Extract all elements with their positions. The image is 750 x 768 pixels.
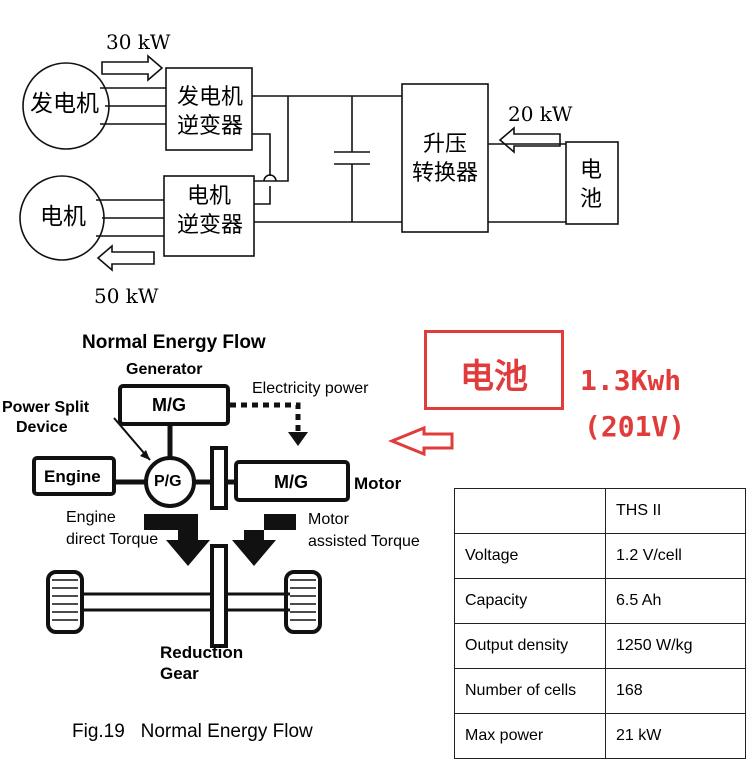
engine-torque-arrow [144,514,210,566]
boost-converter-box [401,83,489,233]
generator-label: 发电机 [30,91,99,117]
battery-wires [488,143,566,223]
reduction-gear-line1: Reduction [160,643,244,662]
pg-text: P/G [154,473,182,490]
inverter-circuit-diagram [19,54,619,272]
boost-converter-line2: 转换器 [412,161,479,186]
table-row: Voltage 1.2 V/cell [454,533,746,579]
electricity-dotted-path [230,402,301,432]
reduction-gear [210,544,228,648]
battery-highlight-label: 电池 [460,357,528,397]
mg-motor-text: M/G [274,472,308,492]
battery-box [565,141,619,225]
table-cell: 1250 W/kg [605,623,746,669]
arrow-30kw [101,54,164,82]
table-row: Max power 21 kW [454,713,746,759]
motor-label: 电机 [40,204,86,230]
flow-title: Normal Energy Flow [82,332,266,353]
generator-inverter-box [165,67,253,151]
split-bar [210,446,228,510]
table-row: Capacity 6.5 Ah [454,578,746,624]
table-cell [454,488,606,534]
electricity-arrowhead [288,432,308,446]
engine-box [32,456,116,496]
generator-inverter-line1: 发电机 [177,85,244,110]
table-cell: Capacity [454,578,606,624]
reduction-gear-line2: Gear [160,664,199,683]
motor-inverter-line2: 逆变器 [177,213,244,238]
table-cell: 168 [605,668,746,714]
red-arrow [388,425,454,457]
motor-torque-arrow [232,514,296,566]
table-row: Number of cells 168 [454,668,746,714]
engine-torque-line1: Engine [66,509,116,526]
table-cell: Voltage [454,533,606,579]
right-wheel [284,570,322,634]
table-cell: Output density [454,623,606,669]
motor-inverter-line1: 电机 [187,184,232,209]
arrow-50kw [96,244,155,272]
motor-wires [96,199,164,237]
figure-caption: Fig.19 Normal Energy Flow [72,721,313,742]
battery-line1: 电 [580,158,603,183]
table-header-row: THS II [454,488,746,534]
engine-text: Engine [44,467,101,486]
engine-torque-line2: direct Torque [66,531,159,548]
boost-converter-line1: 升压 [423,132,468,157]
battery-voltage: (201V) [584,410,686,443]
battery-highlight-box: 电池 [424,330,564,410]
power-20-label: 20 kW [508,102,573,126]
capacitor [334,96,370,222]
table-cell: 1.2 V/cell [605,533,746,579]
battery-capacity: 1.3Kwh [580,364,682,397]
power-split-line2: Device [16,419,68,436]
generator-text: Generator [126,361,203,378]
mg-top-text: M/G [152,395,186,415]
table-cell: THS II [605,488,746,534]
table-row: Output density 1250 W/kg [454,623,746,669]
axle [80,592,290,612]
table-cell: Max power [454,713,606,759]
generator-inverter-line2: 逆变器 [177,114,244,139]
motor-text: Motor [354,474,402,493]
table-cell: 21 kW [605,713,746,759]
power-split-line1: Power Split [2,399,90,416]
table-cell: 6.5 Ah [605,578,746,624]
power-30-label: 30 kW [106,30,171,54]
power-50-label: 50 kW [94,284,159,308]
table-cell: Number of cells [454,668,606,714]
left-wheel [46,570,84,634]
motor-torque-line2: assisted Torque [308,533,420,550]
motor-inverter-box [163,175,255,257]
arrow-20kw [498,126,561,154]
battery-spec-table: THS II Voltage 1.2 V/cell Capacity 6.5 A… [454,488,746,759]
generator-wires [100,87,166,125]
crossover-bump [263,174,277,182]
electricity-power-text: Electricity power [252,380,369,397]
mg-generator-box [118,384,230,426]
bus-cross-wires [252,96,289,205]
battery-line2: 池 [580,187,603,212]
motor-torque-line1: Motor [308,511,349,528]
